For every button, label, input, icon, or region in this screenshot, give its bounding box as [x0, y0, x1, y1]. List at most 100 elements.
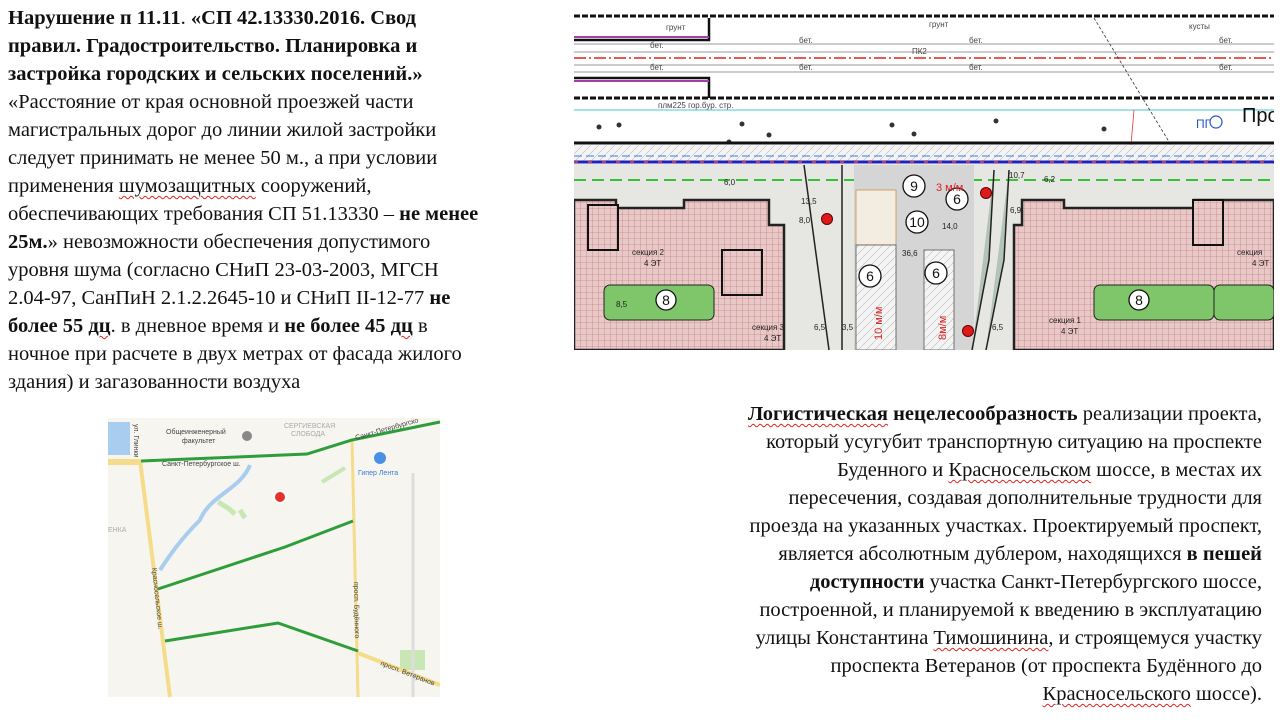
plan-label-prospect: Про — [1242, 105, 1274, 127]
text-segment: Тимошинина — [933, 627, 1049, 649]
text-line: Логистическая нецелесообразность реализа… — [748, 400, 1262, 428]
text-line: магистральных дорог до линии жилой застр… — [8, 116, 478, 144]
text-line: обеспечивающих требования СП 51.13330 – … — [8, 200, 478, 228]
bold-text: дц — [88, 315, 111, 337]
text-segment: Красносельского — [1042, 683, 1191, 705]
dimension: 6,9 — [1010, 206, 1022, 215]
text-line: который усугубит транспортную ситуацию н… — [748, 428, 1262, 456]
text-segment: шоссе). — [1190, 683, 1262, 705]
text-segment: 2.04-97, СанПиН 2.1.2.2645-10 и СНиП II-… — [8, 287, 430, 309]
map-label: ЕНКА — [108, 527, 127, 534]
bold-text: не более 45 — [284, 315, 391, 337]
dimension: 13,5 — [801, 197, 817, 206]
bold-text: Нарушение п 11.11 — [8, 7, 181, 29]
dimension: 8,5 — [616, 300, 628, 309]
section-label: секция 2 — [632, 248, 665, 257]
map-label: Санкт-Петербургское ш. — [162, 460, 241, 468]
plan-parking-label: 8м/м — [937, 316, 949, 340]
text-segment: реализации проекта, — [1077, 403, 1262, 425]
plan-number: 8 — [662, 292, 670, 308]
text-segment: «Расстояние от края основной проезжей ча… — [8, 91, 414, 113]
plan-number: 6 — [953, 191, 961, 207]
section-floors: 4 ЭТ — [1061, 327, 1078, 336]
plan-label-bet: бет. — [799, 36, 813, 45]
section-label: секция — [1237, 248, 1262, 257]
text-segment: . — [180, 7, 191, 29]
text-segment: является абсолютным дублером, находящихс… — [778, 543, 1187, 565]
map-label: Общеинженерный — [166, 428, 226, 436]
text-segment: проезда на указанных участках. Проектиру… — [749, 515, 1262, 537]
text-line: застройка городских и сельских поселений… — [8, 60, 478, 88]
text-line: применения шумозащитных сооружений, — [8, 172, 478, 200]
text-segment: Красносельском — [948, 459, 1092, 481]
bold-text: «СП 42.13330.2016. Свод — [190, 7, 417, 29]
plan-label-bet: бет. — [799, 63, 813, 72]
text-segment: следует принимать не менее 50 м., а при … — [8, 147, 438, 169]
bold-text: доступности — [809, 571, 925, 593]
map-label: СЕРГИЕВСКАЯ — [284, 423, 335, 430]
text-segment: магистральных дорог до линии жилой застр… — [8, 119, 437, 141]
plan-label-pipe: плм225 гор.бур. стр. — [658, 101, 733, 110]
text-segment: ночное при расчете в двух метрах от фаса… — [8, 343, 462, 365]
text-line: пересечения, создавая дополнительные тру… — [748, 484, 1262, 512]
plan-label-kusty: кусты — [1189, 22, 1210, 31]
map-label: факультет — [182, 438, 216, 445]
plan-parking-label: 10 м/м — [873, 307, 885, 340]
bold-text: дц — [390, 315, 413, 337]
route-map: Общеинженерный факультет СЕРГИЕВСКАЯ СЛО… — [108, 416, 441, 698]
dimension: 10,7 — [1009, 171, 1025, 180]
location-marker-icon — [275, 492, 285, 502]
text-line: доступности участка Санкт-Петербургского… — [748, 568, 1262, 596]
bold-text: правил. Градостроительство. Планировка и — [8, 35, 418, 57]
text-segment: сооружений, — [255, 175, 372, 197]
dimension: 14,0 — [942, 222, 958, 231]
dimension: 6,2 — [1044, 175, 1056, 184]
text-segment: который усугубит транспортную ситуацию н… — [766, 431, 1262, 453]
plan-label-pk: ПК2 — [912, 47, 927, 56]
bold-text: нецелесообразность — [888, 403, 1078, 425]
plan-number: 9 — [910, 178, 918, 194]
text-segment: участка Санкт-Петербургского шоссе, — [924, 571, 1262, 593]
plan-label-grunt: грунт — [666, 23, 686, 32]
logistics-text: Логистическая нецелесообразность реализа… — [748, 400, 1262, 708]
text-line: 2.04-97, СанПиН 2.1.2.2645-10 и СНиП II-… — [8, 284, 478, 312]
violation-text: Нарушение п 11.11. «СП 42.13330.2016. Св… — [8, 4, 478, 396]
plan-label-pg: ПГ — [1196, 117, 1212, 131]
text-segment: построенной, и планируемой к введению в … — [759, 599, 1262, 621]
text-segment: Буденного и — [837, 459, 949, 481]
university-icon — [242, 431, 252, 441]
text-line: 25м.» невозможности обеспечения допустим… — [8, 228, 478, 256]
section-floors: 4 ЭТ — [1252, 259, 1269, 268]
dimension: 36,6 — [902, 249, 918, 258]
dimension: 6,5 — [992, 323, 1004, 332]
text-line: построенной, и планируемой к введению в … — [748, 596, 1262, 624]
site-plan-drawing: грунт грунт кусты бет. бет. бет. бет. бе… — [574, 10, 1274, 350]
plan-label-bet: бет. — [650, 63, 664, 72]
bold-text: Логистическая — [748, 403, 888, 425]
text-segment: применения — [8, 175, 119, 197]
text-segment: в — [412, 315, 428, 337]
text-segment: пересечения, создавая дополнительные тру… — [788, 487, 1262, 509]
route-line — [140, 420, 441, 463]
hydrant-icon — [1209, 115, 1223, 129]
bold-text: более 55 — [8, 315, 89, 337]
plan-label-bet: бет. — [1219, 36, 1233, 45]
route-line — [157, 519, 354, 591]
plan-number: 8 — [1135, 292, 1143, 308]
text-segment: здания) и загазованности воздуха — [8, 371, 301, 393]
bold-text: 25м. — [8, 231, 48, 253]
text-segment: улицы Константина — [755, 627, 934, 649]
text-line: улицы Константина Тимошинина, и строящем… — [748, 624, 1262, 652]
text-line: является абсолютным дублером, находящихс… — [748, 540, 1262, 568]
section-floors: 4 ЭТ — [764, 334, 781, 343]
plan-label-bet: бет. — [650, 41, 664, 50]
bold-text: не — [429, 287, 451, 309]
text-segment: шоссе, в местах их — [1091, 459, 1262, 481]
plan-label-bet: бет. — [969, 36, 983, 45]
water-area — [108, 422, 130, 455]
plan-number: 6 — [866, 268, 874, 284]
text-segment: обеспечивающих требования СП 51.13330 – — [8, 203, 400, 225]
map-label: ул. Глинки — [132, 424, 139, 458]
text-line: проезда на указанных участках. Проектиру… — [748, 512, 1262, 540]
plan-parking-label: 3 м/м — [936, 182, 963, 194]
